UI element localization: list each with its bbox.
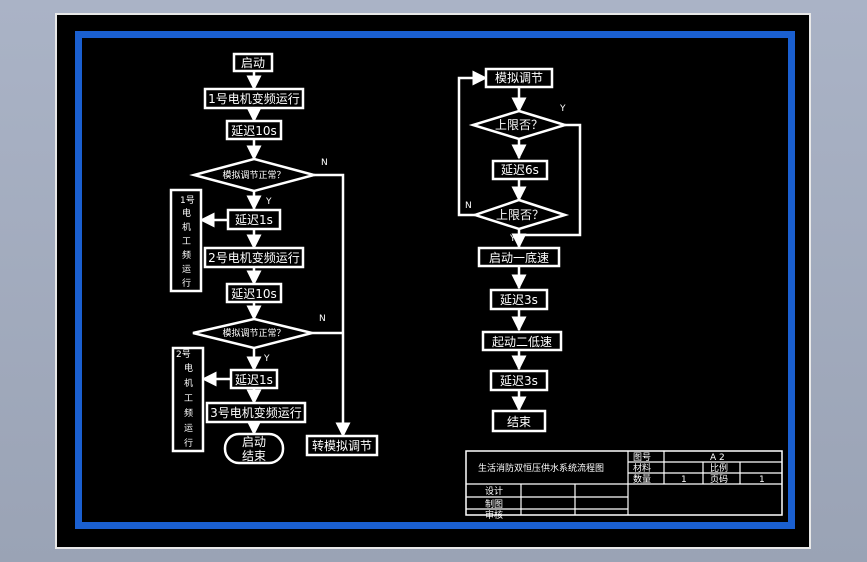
motor2-vf-label: 2号电机变频运行 bbox=[208, 250, 300, 265]
delay-10s-1-label: 延迟10s bbox=[231, 124, 277, 138]
end-box-shape bbox=[491, 409, 547, 433]
right-labels: 模拟调节 上限否？ 延迟6s 上限否？ 启动一底速 延迟3s 起动二低速 延迟3… bbox=[465, 71, 566, 429]
motor1-vf-shape bbox=[203, 87, 305, 110]
left-labels: 启动 1号电机变频运行 延迟10s 模拟调节正常？ 延迟1s 2号电机变频运行 … bbox=[176, 56, 372, 463]
figure-no-value: A 2 bbox=[710, 453, 725, 463]
delay-10s-1-shape bbox=[225, 119, 283, 141]
page-value: 1 bbox=[759, 475, 765, 485]
switch-analog-label: 转模拟调节 bbox=[312, 438, 372, 453]
left-connectors bbox=[199, 71, 351, 438]
upper-limit-2-label: 上限否？ bbox=[496, 208, 544, 222]
yes-label-r1: Y bbox=[559, 104, 566, 114]
title-text: 生活消防双恒压供水系统流程图 bbox=[478, 462, 604, 474]
yes-label-1: Y bbox=[265, 197, 272, 207]
yes-label-r2: Y bbox=[509, 234, 516, 244]
upper-limit-1-shape bbox=[468, 109, 570, 141]
delay-1s-1-shape bbox=[226, 208, 282, 231]
analog-box-shape bbox=[484, 67, 554, 89]
analog-label: 模拟调节 bbox=[495, 71, 543, 85]
motor1-pf-shape bbox=[169, 188, 203, 293]
delay-10s-2-label: 延迟10s bbox=[231, 287, 277, 301]
drawing-frame bbox=[75, 31, 795, 529]
motor2-pf-shape bbox=[171, 346, 205, 453]
start-end-line2: 结束 bbox=[242, 449, 266, 463]
delay-6s-label: 延迟6s bbox=[501, 163, 539, 177]
delay-3s-2-shape bbox=[489, 369, 549, 392]
start-label: 启动 bbox=[241, 56, 265, 70]
delay-1s-2-label: 延迟1s bbox=[235, 373, 273, 387]
motor1-pf-char-1: 1号 bbox=[180, 195, 195, 206]
yes-label-2: Y bbox=[263, 354, 270, 364]
left-shapes bbox=[169, 52, 379, 465]
motor2-pf-char-1: 2号 bbox=[176, 349, 191, 360]
motor1-pf-char-3: 机 bbox=[182, 221, 191, 233]
drawing-sheet: 启动 1号电机变频运行 延迟10s 模拟调节正常？ 延迟1s 2号电机变频运行 … bbox=[55, 13, 811, 549]
motor1-pf-char-7: 行 bbox=[182, 277, 191, 289]
switch-analog-shape bbox=[305, 434, 379, 457]
motor2-pf-char-2: 电 bbox=[184, 362, 193, 374]
flowchart-canvas: 启动 1号电机变频运行 延迟10s 模拟调节正常？ 延迟1s 2号电机变频运行 … bbox=[169, 52, 783, 521]
start-box-shape bbox=[232, 52, 274, 73]
right-shapes bbox=[468, 67, 570, 433]
upper-limit-1-label: 上限否？ bbox=[495, 118, 543, 132]
motor2-pf-char-5: 频 bbox=[184, 407, 193, 419]
title-block: 生活消防双恒压供水系统流程图 图号 A 2 材料 比例 数量 1 页码 1 设计… bbox=[465, 450, 783, 521]
quantity-value: 1 bbox=[681, 475, 687, 485]
decision-2-shape bbox=[192, 317, 313, 350]
sheet-border bbox=[55, 13, 811, 549]
motor1-pf-char-2: 电 bbox=[182, 207, 191, 219]
decision-1-shape bbox=[189, 157, 319, 193]
motor2-pf-char-6: 运 bbox=[184, 423, 193, 434]
delay-3s-2-label: 延迟3s bbox=[500, 374, 538, 388]
end-label: 结束 bbox=[507, 415, 531, 429]
start-low-2-shape bbox=[481, 330, 563, 352]
delay-10s-2-shape bbox=[225, 282, 283, 304]
delay-3s-1-shape bbox=[489, 288, 549, 311]
quantity-label: 数量 bbox=[633, 473, 651, 485]
motor2-pf-char-4: 工 bbox=[184, 394, 193, 404]
decision-1-label: 模拟调节正常？ bbox=[222, 169, 285, 181]
figure-no-label: 图号 bbox=[633, 452, 651, 463]
no-label-r1: N bbox=[465, 201, 472, 211]
right-connectors bbox=[457, 70, 582, 412]
start-low-1-label: 启动一底速 bbox=[489, 250, 549, 265]
page-label: 页码 bbox=[710, 474, 728, 485]
delay-1s-1-label: 延迟1s bbox=[235, 213, 273, 227]
motor2-vf-shape bbox=[203, 246, 305, 269]
start-end-line1: 启动 bbox=[242, 435, 266, 449]
start-low-2-label: 起动二低速 bbox=[492, 335, 552, 349]
start-low-1-shape bbox=[477, 246, 561, 268]
decision-2-label: 模拟调节正常？ bbox=[222, 327, 285, 339]
design-label: 设计 bbox=[485, 485, 503, 497]
motor3-vf-label: 3号电机变频运行 bbox=[210, 405, 302, 420]
start-end-shape bbox=[223, 432, 285, 465]
motor1-pf-char-5: 频 bbox=[182, 249, 191, 261]
no-label-2: N bbox=[319, 314, 326, 324]
motor1-pf-char-4: 工 bbox=[182, 237, 191, 247]
motor1-pf-char-6: 运 bbox=[182, 264, 191, 275]
delay-1s-2-shape bbox=[229, 368, 279, 390]
material-label: 材料 bbox=[633, 462, 651, 474]
motor3-vf-shape bbox=[205, 401, 307, 424]
review-label: 审核 bbox=[485, 509, 503, 521]
delay-3s-1-label: 延迟3s bbox=[500, 293, 538, 307]
motor1-vf-label: 1号电机变频运行 bbox=[208, 91, 300, 106]
motor2-pf-char-3: 机 bbox=[184, 377, 193, 389]
no-label-1: N bbox=[321, 158, 328, 168]
delay-6s-shape bbox=[491, 159, 549, 181]
scale-label: 比例 bbox=[710, 462, 728, 474]
upper-limit-2-shape bbox=[471, 198, 570, 231]
motor2-pf-char-7: 行 bbox=[184, 437, 193, 449]
draw-label: 制图 bbox=[485, 498, 503, 510]
